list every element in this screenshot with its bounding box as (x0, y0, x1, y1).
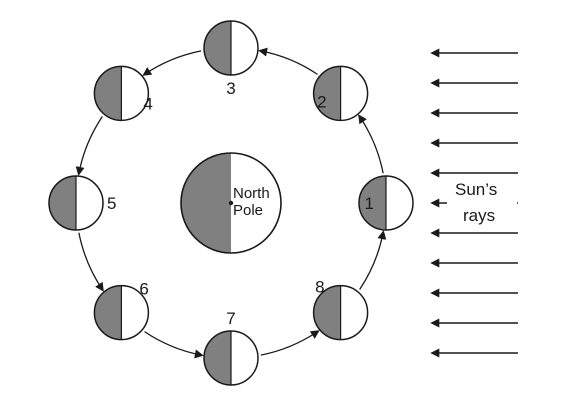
moon-position-2: 2 (312, 65, 369, 122)
moon-number-label: 1 (365, 194, 374, 213)
moon-lit-half (340, 66, 368, 121)
orbit-arrow-5-to-6 (78, 232, 104, 292)
orbit-arrow-7-to-8 (260, 330, 320, 356)
earth-night-side (181, 153, 231, 253)
orbit-arrow-8-to-1 (359, 230, 387, 290)
north-pole-label-line2: Pole (233, 202, 263, 219)
moon-dark-half (49, 176, 76, 230)
orbit-arrow-4-to-5 (75, 116, 103, 176)
sun-rays-label-line2: rays (463, 206, 495, 225)
moon-number-label: 2 (317, 92, 326, 111)
moon-position-3: 3 (203, 20, 259, 98)
moon-lit-half (76, 176, 103, 230)
moon-lit-half (340, 285, 368, 340)
moon-position-6: 6 (93, 280, 150, 341)
orbit-arrow-2-to-3 (258, 47, 318, 75)
orbit-arrow-3-to-4 (142, 50, 202, 76)
moon-lit-half (231, 331, 258, 385)
earth-day-side (231, 153, 281, 253)
moon-dark-half (313, 285, 341, 340)
moon-number-label: 6 (139, 280, 148, 299)
north-pole-dot (228, 200, 234, 206)
moon-dark-half (94, 285, 122, 340)
orbit-arrow-6-to-7 (144, 331, 204, 359)
moon-dark-half (204, 331, 231, 385)
moon-number-label: 7 (226, 309, 235, 328)
moon-number-label: 8 (315, 278, 324, 297)
moon-positions: 1 2 3 4 5 6 7 8 (48, 20, 414, 386)
moon-lit-half (121, 66, 149, 121)
orbit-path (75, 47, 387, 359)
moon-lit-half (386, 176, 413, 230)
moon-dark-half (94, 66, 122, 121)
moon-dark-half (359, 176, 386, 230)
moon-lit-half (231, 21, 258, 75)
moon-position-5: 5 (48, 175, 116, 231)
moon-number-label: 5 (107, 194, 116, 213)
moon-position-4: 4 (93, 65, 153, 122)
sun-rays-label-line1: Sun’s (455, 180, 497, 199)
moon-lit-half (121, 285, 149, 340)
moon-position-1: 1 (358, 175, 414, 231)
moon-number-label: 4 (143, 94, 152, 113)
moon-dark-half (204, 21, 231, 75)
moon-number-label: 3 (226, 79, 235, 98)
sun-rays (430, 48, 518, 358)
moon-position-8: 8 (312, 278, 369, 341)
moon-position-7: 7 (203, 309, 259, 386)
orbit-arrow-1-to-2 (358, 114, 384, 174)
earth-globe: North Pole (180, 152, 282, 254)
earth-outline (180, 152, 282, 254)
north-pole-label-line1: North (233, 185, 270, 202)
rays-label-backdrop (447, 176, 517, 228)
moon-dark-half (313, 66, 341, 121)
